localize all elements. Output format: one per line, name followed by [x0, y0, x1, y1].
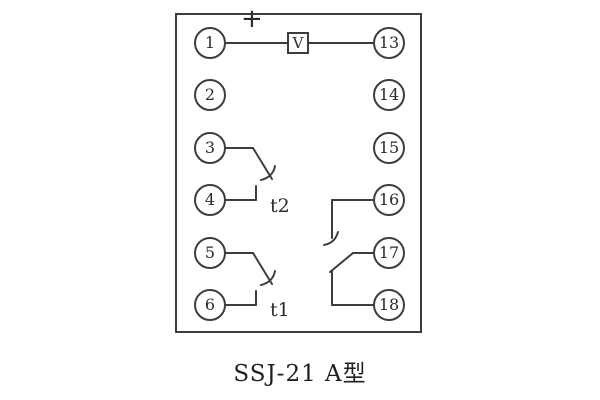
- terminal-13: 13: [373, 27, 405, 59]
- terminal-3: 3: [194, 132, 226, 164]
- contact-t1-lines: [225, 252, 276, 306]
- contact-right-lines: [323, 199, 374, 306]
- plus-polarity-mark: +: [241, 4, 263, 34]
- timer-label-t1: t1: [270, 299, 290, 321]
- panel-outline: [175, 13, 422, 333]
- diagram-caption: SSJ-21 A型: [233, 361, 367, 387]
- voltmeter-box: V: [287, 32, 309, 54]
- timer-label-t2: t2: [270, 195, 290, 217]
- terminal-6: 6: [194, 289, 226, 321]
- terminal-2: 2: [194, 79, 226, 111]
- terminal-15: 15: [373, 132, 405, 164]
- terminal-1: 1: [194, 27, 226, 59]
- terminal-17: 17: [373, 237, 405, 269]
- terminal-16: 16: [373, 184, 405, 216]
- contact-t2-lines: [225, 147, 276, 201]
- terminal-4: 4: [194, 184, 226, 216]
- terminal-14: 14: [373, 79, 405, 111]
- terminal-18: 18: [373, 289, 405, 321]
- terminal-5: 5: [194, 237, 226, 269]
